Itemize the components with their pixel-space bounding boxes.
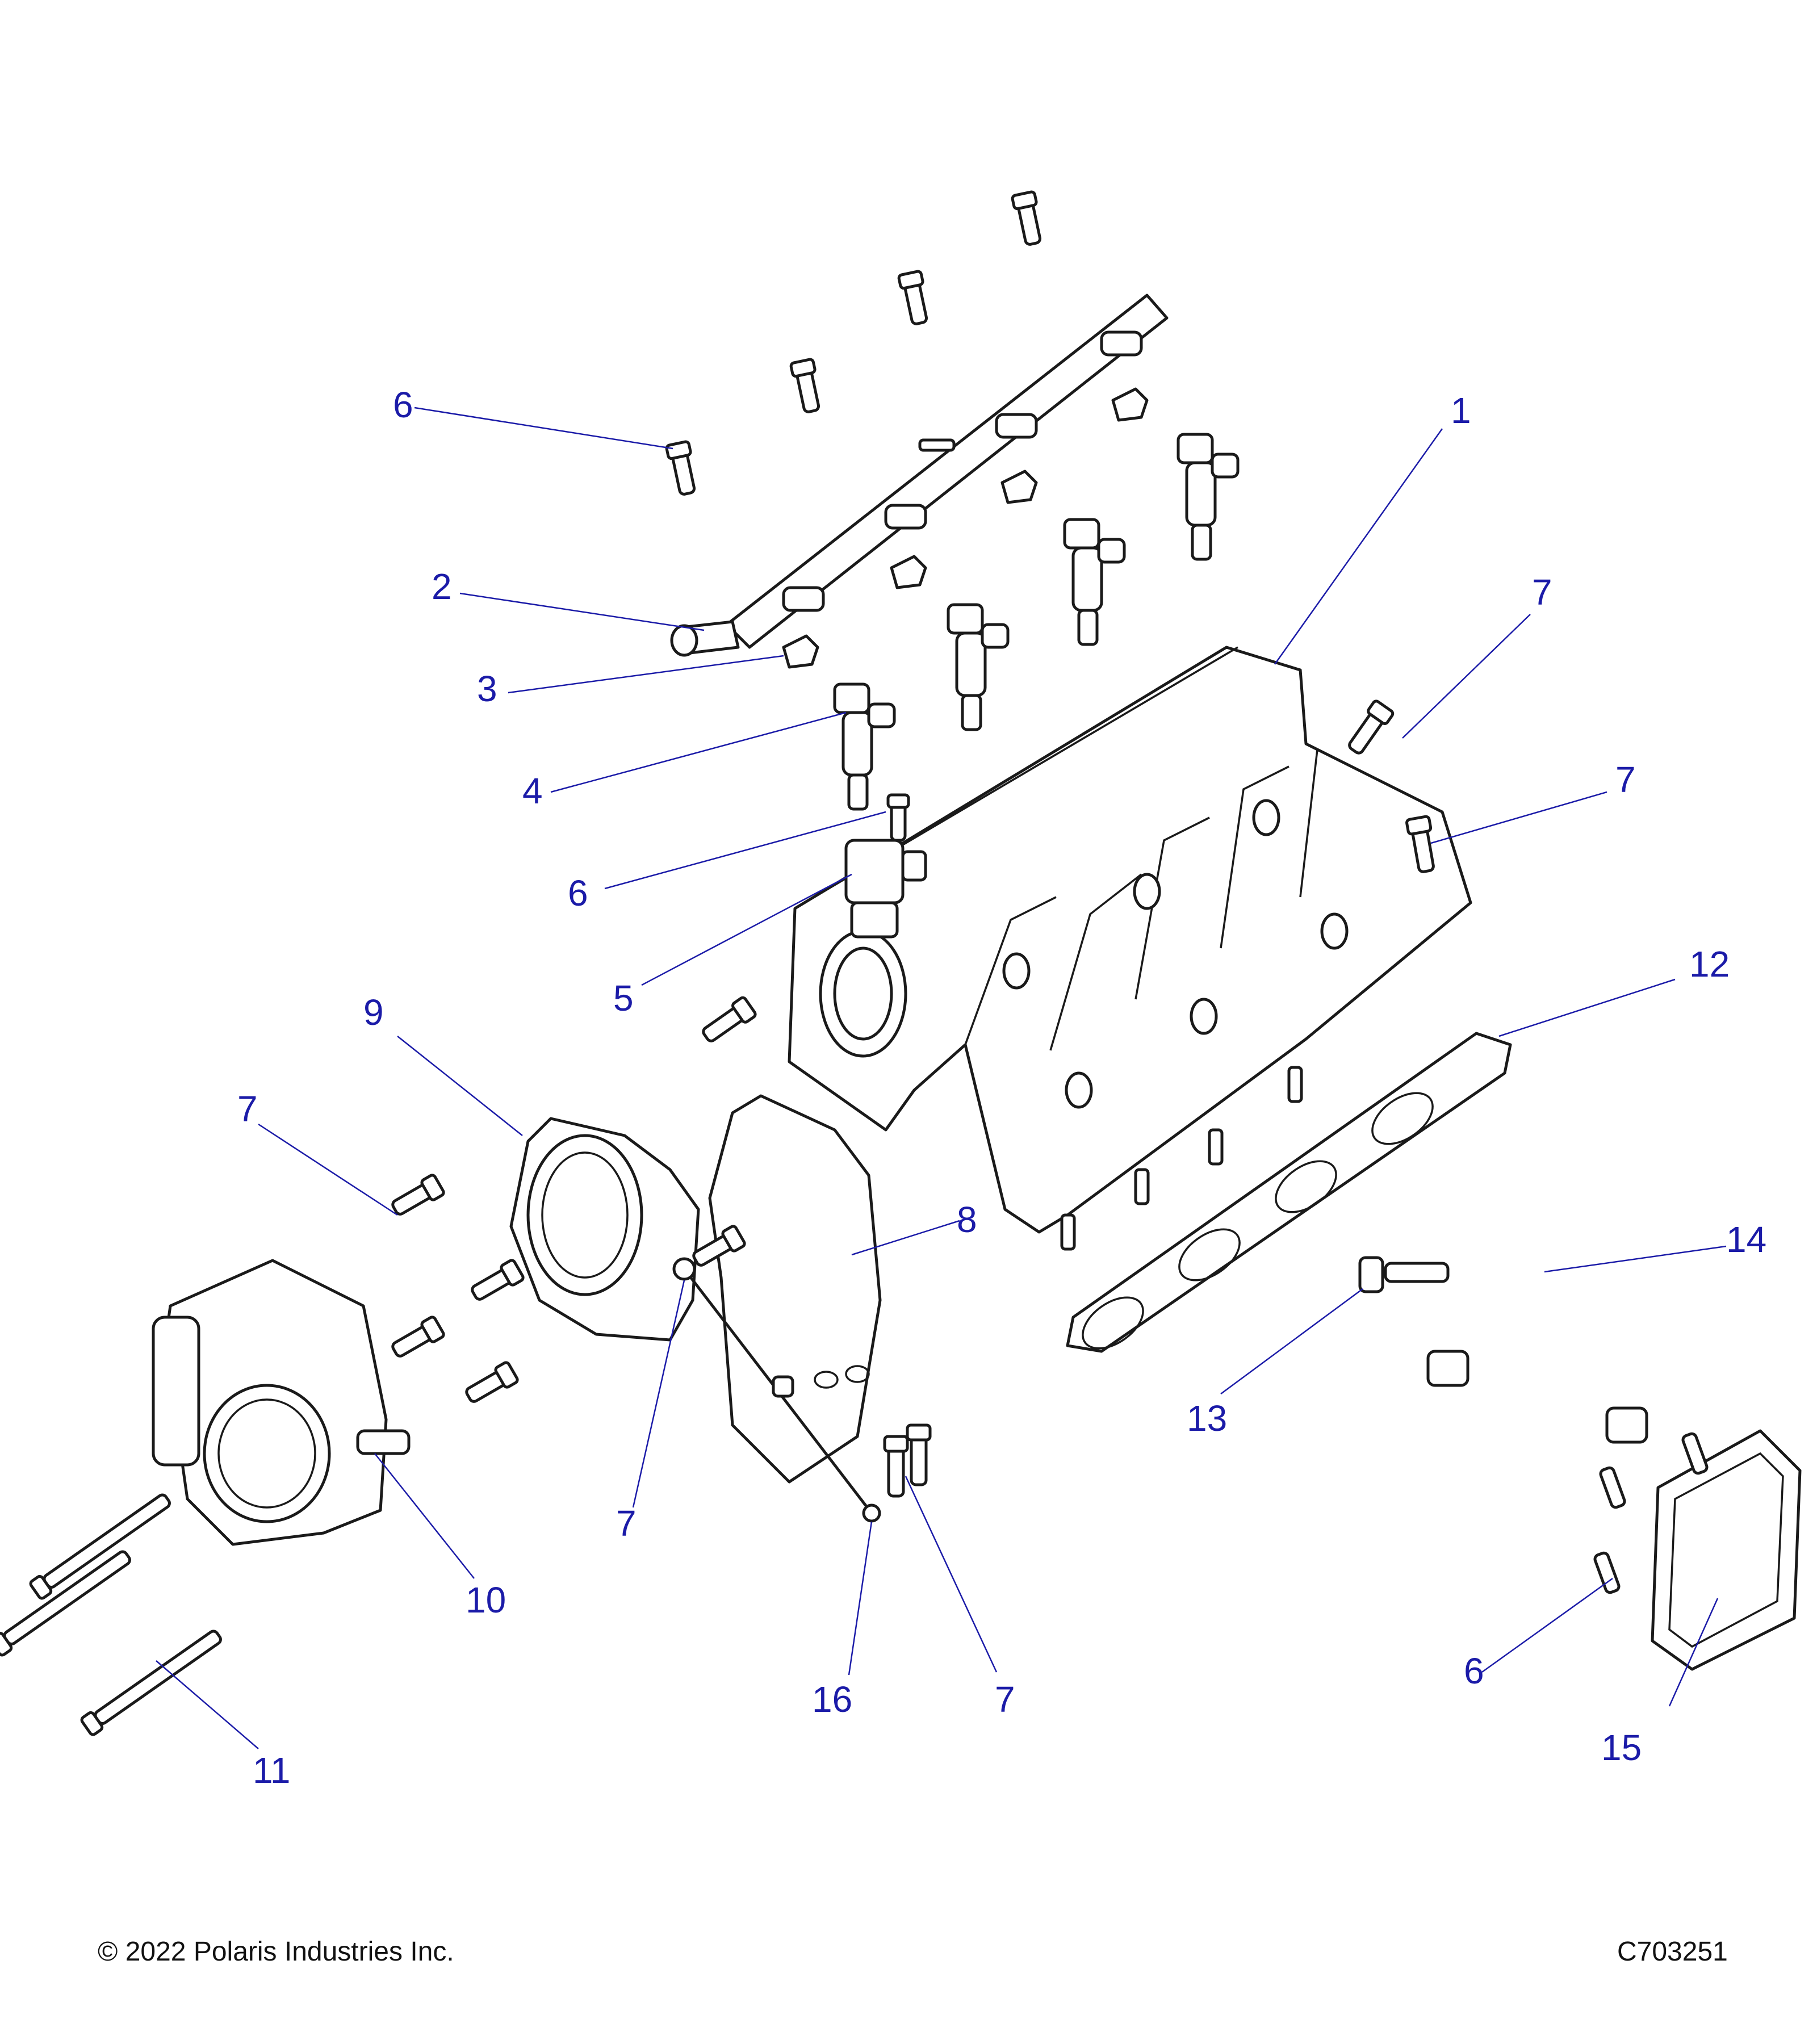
fuel-injector [1063, 518, 1126, 646]
fuel-rail [670, 294, 1169, 657]
bolt [886, 793, 910, 842]
callout-3: 3 [477, 668, 497, 709]
callout-6: 6 [568, 873, 588, 914]
callout-1: 1 [1451, 390, 1471, 431]
manifold-gasket [1066, 1032, 1512, 1353]
copyright-notice: © 2022 Polaris Industries Inc. [98, 1937, 454, 1967]
bolt [665, 190, 1042, 496]
callout-10: 10 [466, 1580, 506, 1620]
support-bracket [708, 1094, 882, 1484]
callout-6: 6 [393, 384, 413, 425]
callout-15: 15 [1601, 1727, 1642, 1768]
callout-7: 7 [616, 1503, 637, 1544]
bolt [391, 1174, 746, 1403]
support-rod [672, 1257, 881, 1523]
intake-manifold [788, 646, 1472, 1251]
callout-13: 13 [1187, 1398, 1227, 1439]
callout-6: 6 [1464, 1651, 1484, 1691]
throttle-body [152, 1259, 411, 1546]
throttle-body-adapter [509, 1117, 700, 1342]
callout-labels: 1 2 3 4 5 6 6 6 7 7 7 7 7 8 9 10 11 12 1… [237, 384, 1766, 1791]
leader-lines [156, 407, 1727, 1749]
callout-7: 7 [237, 1088, 258, 1129]
map-sensor [844, 839, 927, 939]
hose-fitting [1358, 1256, 1450, 1293]
fuel-injector [1177, 433, 1240, 561]
callout-7: 7 [1532, 572, 1552, 613]
callout-8: 8 [957, 1199, 977, 1240]
callout-7: 7 [995, 1679, 1015, 1720]
vacuum-hose [1426, 1270, 1648, 1444]
callout-5: 5 [613, 978, 634, 1019]
callout-9: 9 [363, 992, 384, 1033]
drawing-number: C703251 [1617, 1937, 1728, 1967]
sensor-bracket [1593, 1429, 1802, 1671]
bolt [702, 700, 1435, 1042]
callout-12: 12 [1689, 944, 1730, 985]
long-screw [0, 1493, 222, 1736]
callout-2: 2 [432, 566, 452, 607]
fuel-injector [833, 682, 896, 811]
injector-clip [782, 387, 1149, 669]
callout-16: 16 [812, 1679, 852, 1720]
fuel-injector [947, 603, 1010, 731]
callout-7: 7 [1615, 759, 1636, 800]
callout-14: 14 [1726, 1219, 1766, 1260]
bolt [883, 1423, 932, 1498]
callout-4: 4 [522, 770, 543, 811]
callout-11: 11 [253, 1750, 290, 1791]
